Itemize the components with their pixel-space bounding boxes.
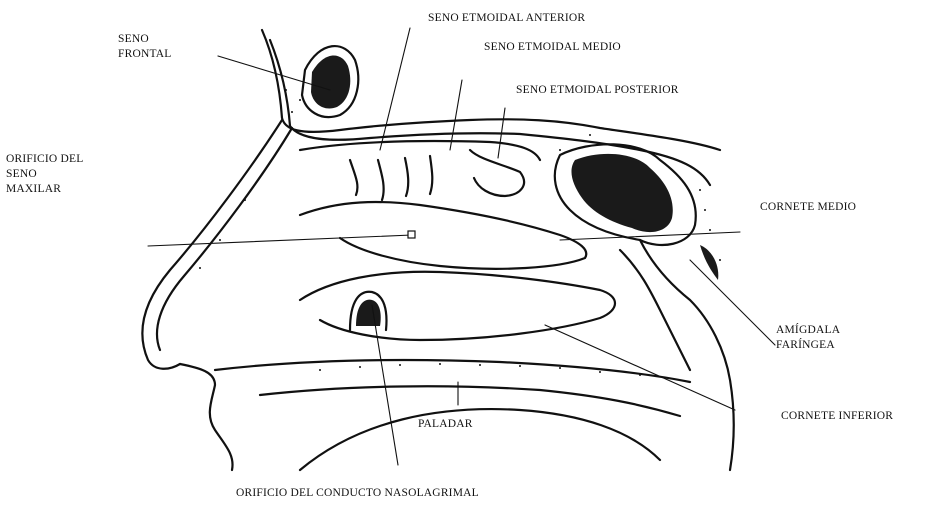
tonsil-fill: [700, 245, 718, 280]
pharynx-wall: [640, 240, 734, 470]
label-orificio-line2: SENO: [6, 167, 83, 182]
label-seno-etmoidal-anterior: SENO ETMOIDAL ANTERIOR: [428, 11, 585, 26]
upper-lip: [180, 364, 233, 470]
leader-etmoidal-anterior: [380, 28, 410, 150]
label-seno-frontal-line1: SENO: [118, 32, 172, 47]
leader-amigdala: [690, 260, 775, 345]
label-seno-frontal: SENO FRONTAL: [118, 32, 172, 62]
label-orificio-conducto-nasolagrimal: ORIFICIO DEL CONDUCTO NASOLAGRIMAL: [236, 486, 479, 501]
label-amigdala-faringea: AMÍGDALA FARÍNGEA: [776, 323, 840, 353]
oral-arc: [300, 409, 660, 470]
cavity-roof: [300, 141, 540, 160]
nose-dorsum-inner: [157, 128, 292, 350]
palate-lower: [260, 386, 680, 416]
middle-turbinate: [300, 202, 586, 269]
nasopharynx: [620, 250, 690, 370]
label-amigdala-line2: FARÍNGEA: [776, 338, 840, 353]
label-cornete-inferior: CORNETE INFERIOR: [781, 409, 893, 424]
palate-upper: [215, 360, 690, 382]
label-seno-etmoidal-posterior: SENO ETMOIDAL POSTERIOR: [516, 83, 679, 98]
label-seno-etmoidal-medio: SENO ETMOIDAL MEDIO: [484, 40, 621, 55]
nose-dorsum: [142, 120, 282, 369]
inferior-turbinate: [300, 272, 615, 340]
leader-etmoidal-medio: [450, 80, 462, 150]
label-orificio-line3: MAXILAR: [6, 182, 83, 197]
sphenoid-sinus-fill: [571, 154, 672, 232]
ethmoid-cell-posterior: [470, 150, 524, 196]
label-paladar: PALADAR: [418, 417, 473, 432]
leader-cornete-medio: [560, 232, 740, 240]
label-orificio-line1: ORIFICIO DEL: [6, 152, 83, 167]
frontal-sinus-fill: [311, 55, 350, 108]
maxillary-ostium-marker: [408, 231, 415, 238]
label-seno-frontal-line2: FRONTAL: [118, 47, 172, 62]
label-amigdala-line1: AMÍGDALA: [776, 323, 840, 338]
label-orificio-seno-maxilar: ORIFICIO DEL SENO MAXILAR: [6, 152, 83, 197]
nasolacrimal-fill: [356, 300, 381, 326]
leader-orificio-maxilar: [148, 235, 412, 246]
ethmoid-cell-anterior: [350, 156, 432, 200]
label-cornete-medio: CORNETE MEDIO: [760, 200, 856, 215]
